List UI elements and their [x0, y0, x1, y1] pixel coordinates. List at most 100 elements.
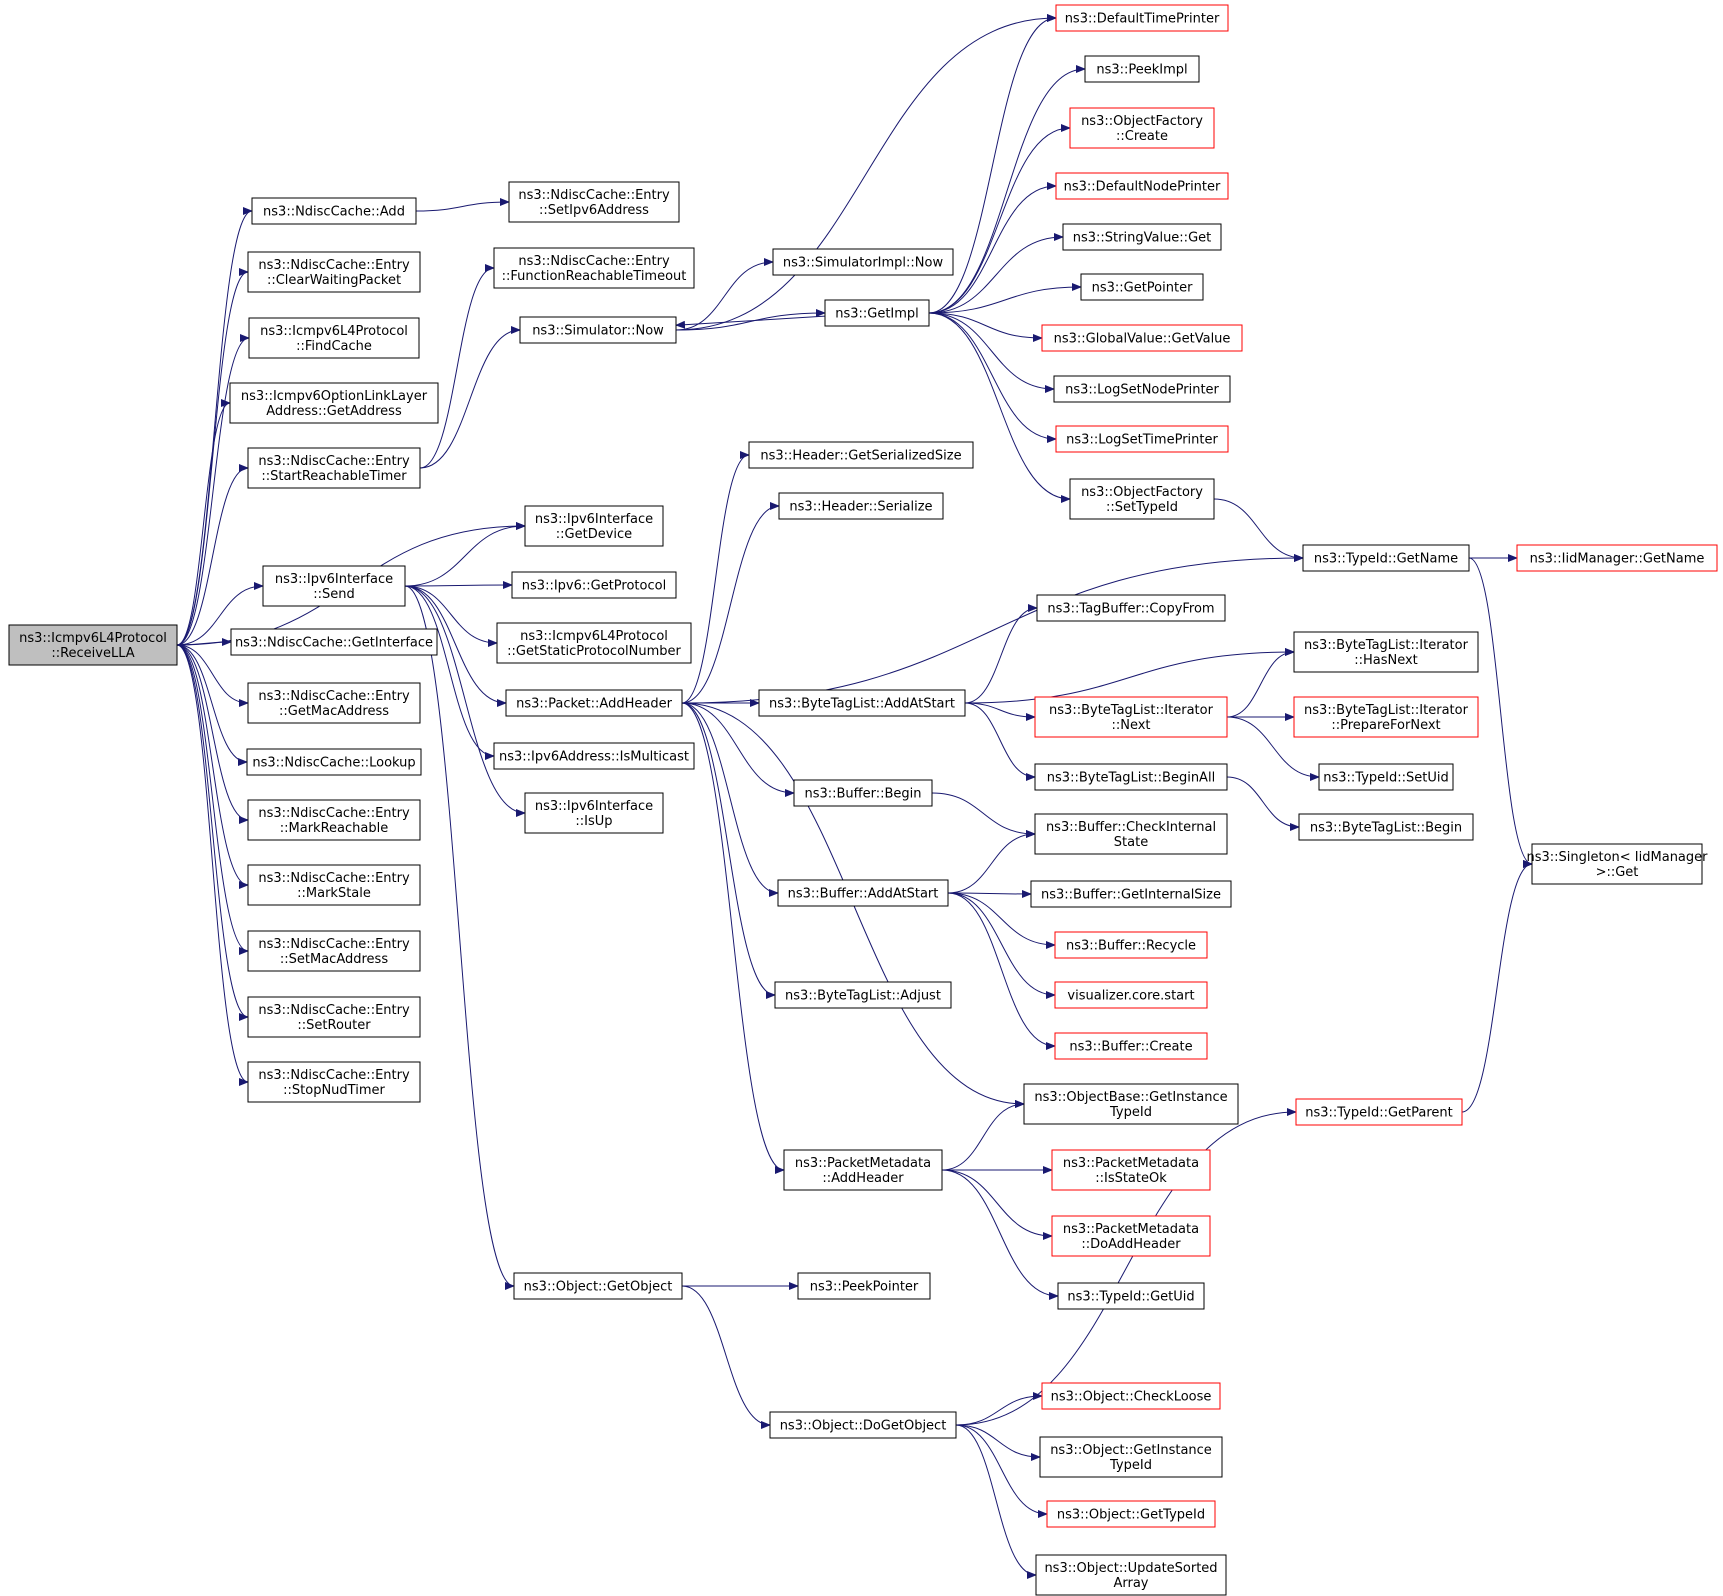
function-node-e-setipv6[interactable]: ns3::NdiscCache::Entry::SetIpv6Address — [508, 181, 680, 223]
function-node-optlla[interactable]: ns3::Icmpv6OptionLinkLayerAddress::GetAd… — [229, 382, 439, 424]
function-node-of-create[interactable]: ns3::ObjectFactory::Create — [1069, 107, 1215, 149]
function-node-deftimeprinter[interactable]: ns3::DefaultTimePrinter — [1055, 4, 1229, 32]
node-label-line: ns3::TypeId::GetParent — [1305, 1106, 1453, 1121]
function-node-getimpl[interactable]: ns3::GetImpl — [824, 299, 930, 327]
node-label-line: ns3::Buffer::Recycle — [1066, 939, 1196, 954]
node-box — [1046, 1500, 1216, 1528]
call-edge-pkt_addheader-to-buf_addatstart — [681, 702, 779, 897]
function-node-e-setrouter[interactable]: ns3::NdiscCache::Entry::SetRouter — [247, 996, 421, 1038]
node-box — [1318, 763, 1454, 791]
node-label-line: ns3::TypeId::GetUid — [1067, 1290, 1194, 1305]
node-box — [1069, 107, 1215, 149]
function-node-hdr-getsize[interactable]: ns3::Header::GetSerializedSize — [748, 441, 974, 469]
function-node-btl-beginall[interactable]: ns3::ByteTagList::BeginAll — [1034, 763, 1228, 791]
call-edge-root-to-e_getmac — [176, 644, 249, 707]
function-node-buf-recycle[interactable]: ns3::Buffer::Recycle — [1054, 931, 1208, 959]
function-node-ipv6-getproto[interactable]: ns3::Ipv6::GetProtocol — [511, 571, 677, 599]
call-edge-pkt_addheader-to-btl_adjust — [681, 702, 776, 999]
function-node-getpointer[interactable]: ns3::GetPointer — [1080, 273, 1204, 301]
function-node-peekpointer[interactable]: ns3::PeekPointer — [797, 1272, 931, 1300]
function-node-sim-now[interactable]: ns3::Simulator::Now — [519, 316, 677, 344]
function-node-btli-preparefornext[interactable]: ns3::ByteTagList::Iterator::PrepareForNe… — [1293, 696, 1479, 738]
call-edge-btl_addatstart-to-btl_beginall — [964, 702, 1036, 781]
function-node-of-settypeid[interactable]: ns3::ObjectFactory::SetTypeId — [1069, 478, 1215, 520]
function-node-nc-getif[interactable]: ns3::NdiscCache::GetInterface — [230, 628, 438, 656]
call-edge-obj_dogetobject-to-obj_gettypeid — [955, 1424, 1048, 1518]
function-node-btl-begin[interactable]: ns3::ByteTagList::Begin — [1298, 813, 1474, 841]
function-node-tid-getuid[interactable]: ns3::TypeId::GetUid — [1057, 1282, 1205, 1310]
function-node-iidmgr-getname[interactable]: ns3::IidManager::GetName — [1516, 544, 1718, 572]
function-node-buf-addatstart[interactable]: ns3::Buffer::AddAtStart — [777, 879, 949, 907]
function-node-tid-setuid[interactable]: ns3::TypeId::SetUid — [1318, 763, 1454, 791]
function-node-peekimpl[interactable]: ns3::PeekImpl — [1084, 55, 1200, 83]
function-node-e-markreach[interactable]: ns3::NdiscCache::Entry::MarkReachable — [247, 799, 421, 841]
call-edge-btl_addatstart-to-btli_next — [964, 702, 1036, 721]
function-node-ipv6addr-ismc[interactable]: ns3::Ipv6Address::IsMulticast — [493, 742, 695, 770]
function-node-hdr-serialize[interactable]: ns3::Header::Serialize — [778, 492, 944, 520]
node-box — [1516, 544, 1718, 572]
function-node-e-funcreach[interactable]: ns3::NdiscCache::Entry::FunctionReachabl… — [493, 247, 695, 289]
function-node-e-getmac[interactable]: ns3::NdiscCache::Entry::GetMacAddress — [247, 682, 421, 724]
function-node-singleton-get[interactable]: ns3::Singleton< IidManager>::Get — [1526, 843, 1708, 885]
function-node-obj-getobject[interactable]: ns3::Object::GetObject — [513, 1272, 683, 1300]
call-edge-v6if_send-to-v6if_getdev — [404, 522, 526, 587]
function-node-btli-hasnext[interactable]: ns3::ByteTagList::Iterator::HasNext — [1293, 631, 1479, 673]
node-box — [1039, 1436, 1223, 1478]
node-label-line: ns3::TagBuffer::CopyFrom — [1047, 602, 1214, 617]
function-node-v6if-send[interactable]: ns3::Ipv6Interface::Send — [262, 565, 406, 607]
node-box — [772, 248, 954, 276]
call-edge-obj_getobject-to-obj_dogetobject — [681, 1285, 771, 1429]
node-label-line: ::StopNudTimer — [283, 1083, 385, 1098]
node-label-line: ns3::NdiscCache::GetInterface — [235, 636, 433, 651]
node-label-line: ns3::GlobalValue::GetValue — [1054, 332, 1231, 347]
function-node-strval-get[interactable]: ns3::StringValue::Get — [1062, 223, 1222, 251]
function-node-obj-dogetobject[interactable]: ns3::Object::DoGetObject — [769, 1411, 957, 1439]
function-node-v6if-isup[interactable]: ns3::Ipv6Interface::IsUp — [524, 792, 664, 834]
function-node-pm-addheader[interactable]: ns3::PacketMetadata::AddHeader — [783, 1149, 943, 1191]
function-node-findcache[interactable]: ns3::Icmpv6L4Protocol::FindCache — [248, 317, 420, 359]
function-node-e-markstale[interactable]: ns3::NdiscCache::Entry::MarkStale — [247, 864, 421, 906]
function-node-viz-start[interactable]: visualizer.core.start — [1054, 981, 1208, 1009]
function-node-gv-getvalue[interactable]: ns3::GlobalValue::GetValue — [1041, 324, 1243, 352]
function-node-btli-next[interactable]: ns3::ByteTagList::Iterator::Next — [1034, 696, 1228, 738]
function-node-logsettime[interactable]: ns3::LogSetTimePrinter — [1055, 425, 1229, 453]
function-node-defnodeprinter[interactable]: ns3::DefaultNodePrinter — [1055, 172, 1229, 200]
function-node-btl-addatstart[interactable]: ns3::ByteTagList::AddAtStart — [758, 689, 966, 717]
function-node-btl-adjust[interactable]: ns3::ByteTagList::Adjust — [774, 981, 952, 1009]
function-node-pm-doaddheader[interactable]: ns3::PacketMetadata::DoAddHeader — [1051, 1215, 1211, 1257]
node-label-line: ns3::Ipv6Address::IsMulticast — [499, 750, 689, 765]
node-label-line: ns3::Buffer::GetInternalSize — [1041, 888, 1221, 903]
node-label-line: ns3::LogSetTimePrinter — [1066, 433, 1218, 448]
function-node-obj-checkloose[interactable]: ns3::Object::CheckLoose — [1041, 1382, 1221, 1410]
function-node-buf-begin[interactable]: ns3::Buffer::Begin — [793, 779, 933, 807]
function-node-simimpl-now[interactable]: ns3::SimulatorImpl::Now — [772, 248, 954, 276]
node-label-line: ::IsUp — [575, 814, 612, 829]
function-node-root[interactable]: ns3::Icmpv6L4Protocol::ReceiveLLA — [8, 624, 178, 666]
function-node-tid-getname[interactable]: ns3::TypeId::GetName — [1302, 544, 1470, 572]
function-node-logsetnode[interactable]: ns3::LogSetNodePrinter — [1053, 375, 1231, 403]
node-label-line: ns3::Header::Serialize — [789, 500, 932, 515]
function-node-e-clear[interactable]: ns3::NdiscCache::Entry::ClearWaitingPack… — [247, 251, 421, 293]
function-node-pkt-addheader[interactable]: ns3::Packet::AddHeader — [505, 689, 683, 717]
function-node-v6if-getdev[interactable]: ns3::Ipv6Interface::GetDevice — [524, 505, 664, 547]
function-node-tagbuf-copyfrom[interactable]: ns3::TagBuffer::CopyFrom — [1036, 594, 1226, 622]
function-node-tid-getparent[interactable]: ns3::TypeId::GetParent — [1295, 1098, 1463, 1126]
function-node-e-setmac[interactable]: ns3::NdiscCache::Entry::SetMacAddress — [247, 930, 421, 972]
function-node-icmp-getstatic[interactable]: ns3::Icmpv6L4Protocol::GetStaticProtocol… — [496, 622, 692, 664]
function-node-buf-getinternalsize[interactable]: ns3::Buffer::GetInternalSize — [1030, 880, 1232, 908]
function-node-nc-add[interactable]: ns3::NdiscCache::Add — [251, 197, 417, 225]
function-node-nc-lookup[interactable]: ns3::NdiscCache::Lookup — [246, 748, 422, 776]
node-label-line: ::GetStaticProtocolNumber — [507, 644, 681, 659]
function-node-pm-isstateok[interactable]: ns3::PacketMetadata::IsStateOk — [1051, 1149, 1211, 1191]
function-node-obj-gettypeid[interactable]: ns3::Object::GetTypeId — [1046, 1500, 1216, 1528]
node-label-line: TypeId — [1109, 1105, 1152, 1120]
node-box — [1054, 1032, 1208, 1060]
function-node-e-stopnud[interactable]: ns3::NdiscCache::Entry::StopNudTimer — [247, 1061, 421, 1103]
function-node-buf-create[interactable]: ns3::Buffer::Create — [1054, 1032, 1208, 1060]
node-label-line: ns3::SimulatorImpl::Now — [783, 256, 944, 271]
function-node-e-startreach[interactable]: ns3::NdiscCache::Entry::StartReachableTi… — [247, 447, 421, 489]
